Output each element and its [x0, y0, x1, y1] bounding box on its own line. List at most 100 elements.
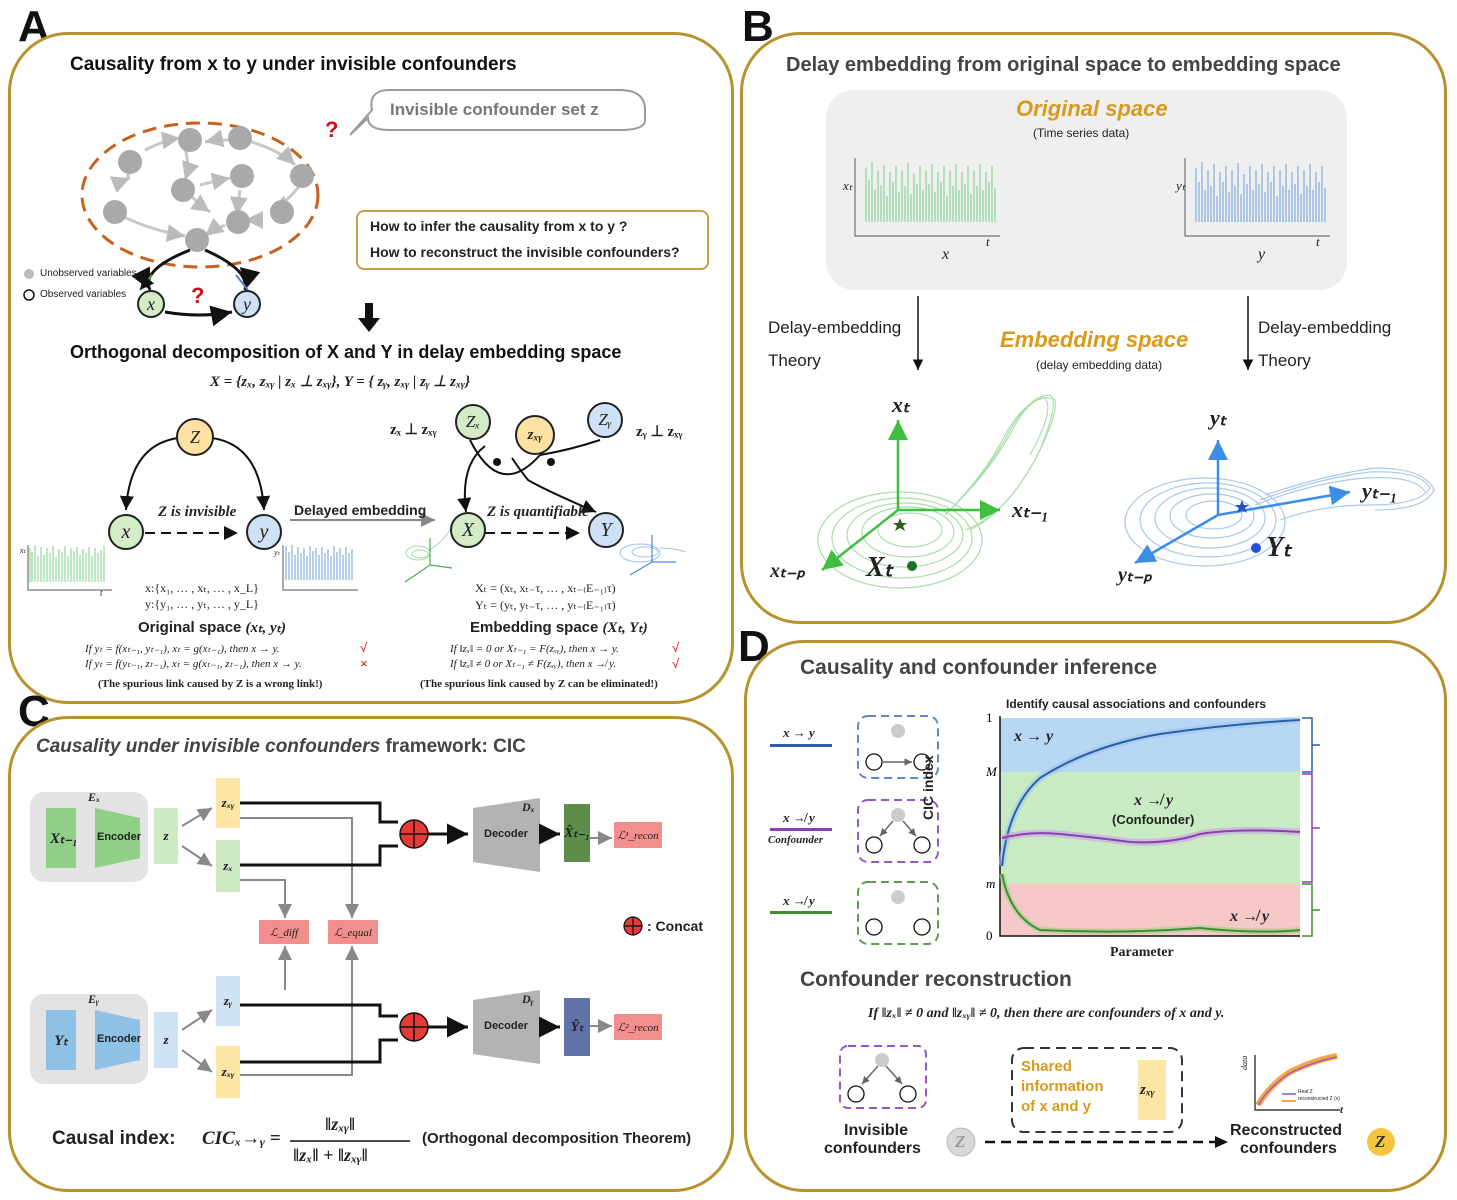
decoder-y-text: Decoder [484, 1020, 529, 1032]
embedding-space-math: (Xₜ, Yₜ) [602, 620, 648, 636]
chart-title: Identify causal associations and confoun… [1006, 697, 1267, 711]
blue-star [1235, 500, 1249, 513]
panel-d-title: Causality and confounder inference [800, 656, 1158, 679]
legend-xy-2: x ↛ y [783, 810, 815, 825]
legend-unobserved: Unobserved variables [40, 268, 137, 279]
loss-recon-1: ℒ¹_recon [614, 822, 662, 848]
confounder-ellipse [80, 121, 320, 269]
cic-denominator: ‖zₓ‖ + ‖zₓᵧ‖ [293, 1145, 368, 1165]
confounder-graph [23, 89, 646, 332]
point-Yt: Yₜ [1266, 532, 1292, 563]
rule-4-mark: √ [672, 656, 680, 671]
shared-1: Shared [1021, 1058, 1072, 1075]
green-attractor [817, 394, 1056, 589]
emb-X-label: Xₜ = (xₜ, xₜ₋τ, … , xₜ₋₍E₋₁₎τ) [475, 581, 616, 595]
decoder-y-shape [473, 990, 540, 1064]
axis-xt: xₜ [892, 392, 910, 417]
decoder-x-label: Dₓ [522, 800, 535, 814]
y-tick-M: M [985, 764, 998, 779]
question-1: How to infer the causality from x to y ? [370, 218, 628, 234]
orig-t-axis-x: t [986, 234, 990, 249]
cic-chart: 0 m M 1 [985, 710, 1320, 943]
region-bot-label: x ↛ y [1230, 908, 1270, 925]
concat-legend-icon [623, 916, 643, 936]
original-space-box [826, 90, 1347, 290]
concat-x [399, 819, 429, 849]
embedding-space-sub: (delay embedding data) [1036, 358, 1163, 372]
input-x: Xₜ₋₁ [46, 808, 78, 868]
latent-z-y: z [154, 1012, 178, 1068]
observed-dot [23, 289, 35, 301]
legend-xy-1: x → y [783, 725, 815, 740]
delayed-embedding-label: Delayed embedding [294, 502, 427, 518]
chart-xlabel: Parameter [1110, 945, 1174, 960]
shared-3: of x and y [1021, 1098, 1092, 1115]
output-y: Ŷₜ [564, 998, 590, 1056]
blue-point [1251, 543, 1261, 553]
mini-xt-label: xₜ [20, 546, 26, 555]
y-tick-0: 0 [986, 928, 993, 943]
down-arrow [358, 303, 380, 332]
node-z: Z [176, 418, 214, 456]
mini-ts-x [29, 545, 105, 582]
rule-2-mark: × [360, 656, 368, 671]
zxy-y: zₓᵧ [216, 1046, 240, 1098]
question-mark-2: ? [191, 283, 205, 308]
orig-yt-label: yₜ [1176, 178, 1186, 193]
rule-3: If ‖zₓ‖ = 0 or Xₜ₋₁ = F(zₓᵧ), then x → y… [450, 643, 619, 655]
node-x: x [137, 290, 165, 318]
embedding-space-label: Embedding space (Xₜ, Yₜ) [470, 618, 648, 637]
y-tick-m: m [986, 876, 995, 891]
zy-perp-label: zᵧ ⊥ zₓᵧ [636, 424, 683, 440]
panel-b-graphics [817, 158, 1435, 589]
emb-Y-label: Yₜ = (yₜ, yₜ₋τ, … , yₜ₋₍E₋₁₎τ) [475, 598, 616, 612]
input-y: Yₜ [46, 1010, 76, 1070]
region-top-label: x → y [1014, 728, 1054, 745]
delay-left-1: Delay-embedding [768, 318, 902, 337]
delay-right-2: Theory [1258, 351, 1311, 370]
green-point [907, 561, 917, 571]
recon-title: Confounder reconstruction [800, 968, 1072, 991]
mini-yt-label: yₜ [274, 548, 280, 557]
decoder-y-label: Dᵧ [522, 992, 534, 1006]
recon-rule: If ‖zₓ‖ ≠ 0 and ‖zₓᵧ‖ ≠ 0, then there ar… [868, 1006, 1225, 1021]
cic-numerator: ‖zₓᵧ‖ [325, 1114, 356, 1134]
legend-line-purple [770, 828, 832, 831]
zx-perp-label: zₓ ⊥ zₓᵧ [390, 422, 437, 438]
ts-x-original [865, 162, 996, 222]
node-zy: Zᵧ [587, 402, 623, 438]
panel-c-graphics [95, 798, 643, 1142]
orig-xt-label: xₜ [843, 178, 853, 193]
original-space-text: Original space [138, 619, 242, 636]
band-2 [1000, 884, 1300, 936]
axis-xt-p: xₜ₋ₚ [770, 560, 806, 582]
node-x-lower: x [108, 514, 144, 550]
z-quantifiable-label: Z is quantifiable [487, 504, 589, 520]
orig-t-axis-y: t [1316, 234, 1320, 249]
question-box [356, 210, 709, 270]
latent-z-x: z [154, 808, 178, 864]
point-Xt: Xₜ [866, 552, 893, 583]
node-X: X [450, 512, 486, 548]
encoder-x-label: Eₓ [88, 790, 101, 804]
axis-yt-p: yₜ₋ₚ [1118, 564, 1152, 586]
chart-ylabel: CIC index [920, 755, 936, 820]
zxy-x: zₓᵧ [216, 778, 240, 828]
decomp-formula: X = {zₓ, zₓᵧ | zₓ ⊥ zₓᵧ}, Y = { zᵧ, zₓᵧ … [210, 374, 471, 390]
panel-a-lower-diagram [27, 437, 686, 591]
shared-zxy: zₓᵧ [1140, 1082, 1155, 1098]
loss-diff: ℒ_diff [259, 920, 309, 944]
series-line-0 [1001, 719, 1301, 867]
panel-a-title: Causality from x to y under invisible co… [70, 54, 517, 75]
node-Y: Y [588, 512, 624, 548]
series-line-2 [1001, 873, 1301, 933]
panel-a [8, 32, 734, 704]
unobserved-dot [24, 269, 34, 279]
rule-1: If yₜ = f(xₜ₋₁, yₜ₋₁), xₜ = g(xₜ₋₁), the… [85, 643, 280, 655]
y-tick-1: 1 [986, 710, 993, 725]
green-star [893, 518, 907, 531]
invisible-1: Invisible [844, 1122, 909, 1139]
rule-1-mark: √ [360, 640, 368, 655]
question-2: How to reconstruct the invisible confoun… [370, 244, 680, 260]
section-title: Orthogonal decomposition of X and Y in d… [70, 342, 622, 362]
